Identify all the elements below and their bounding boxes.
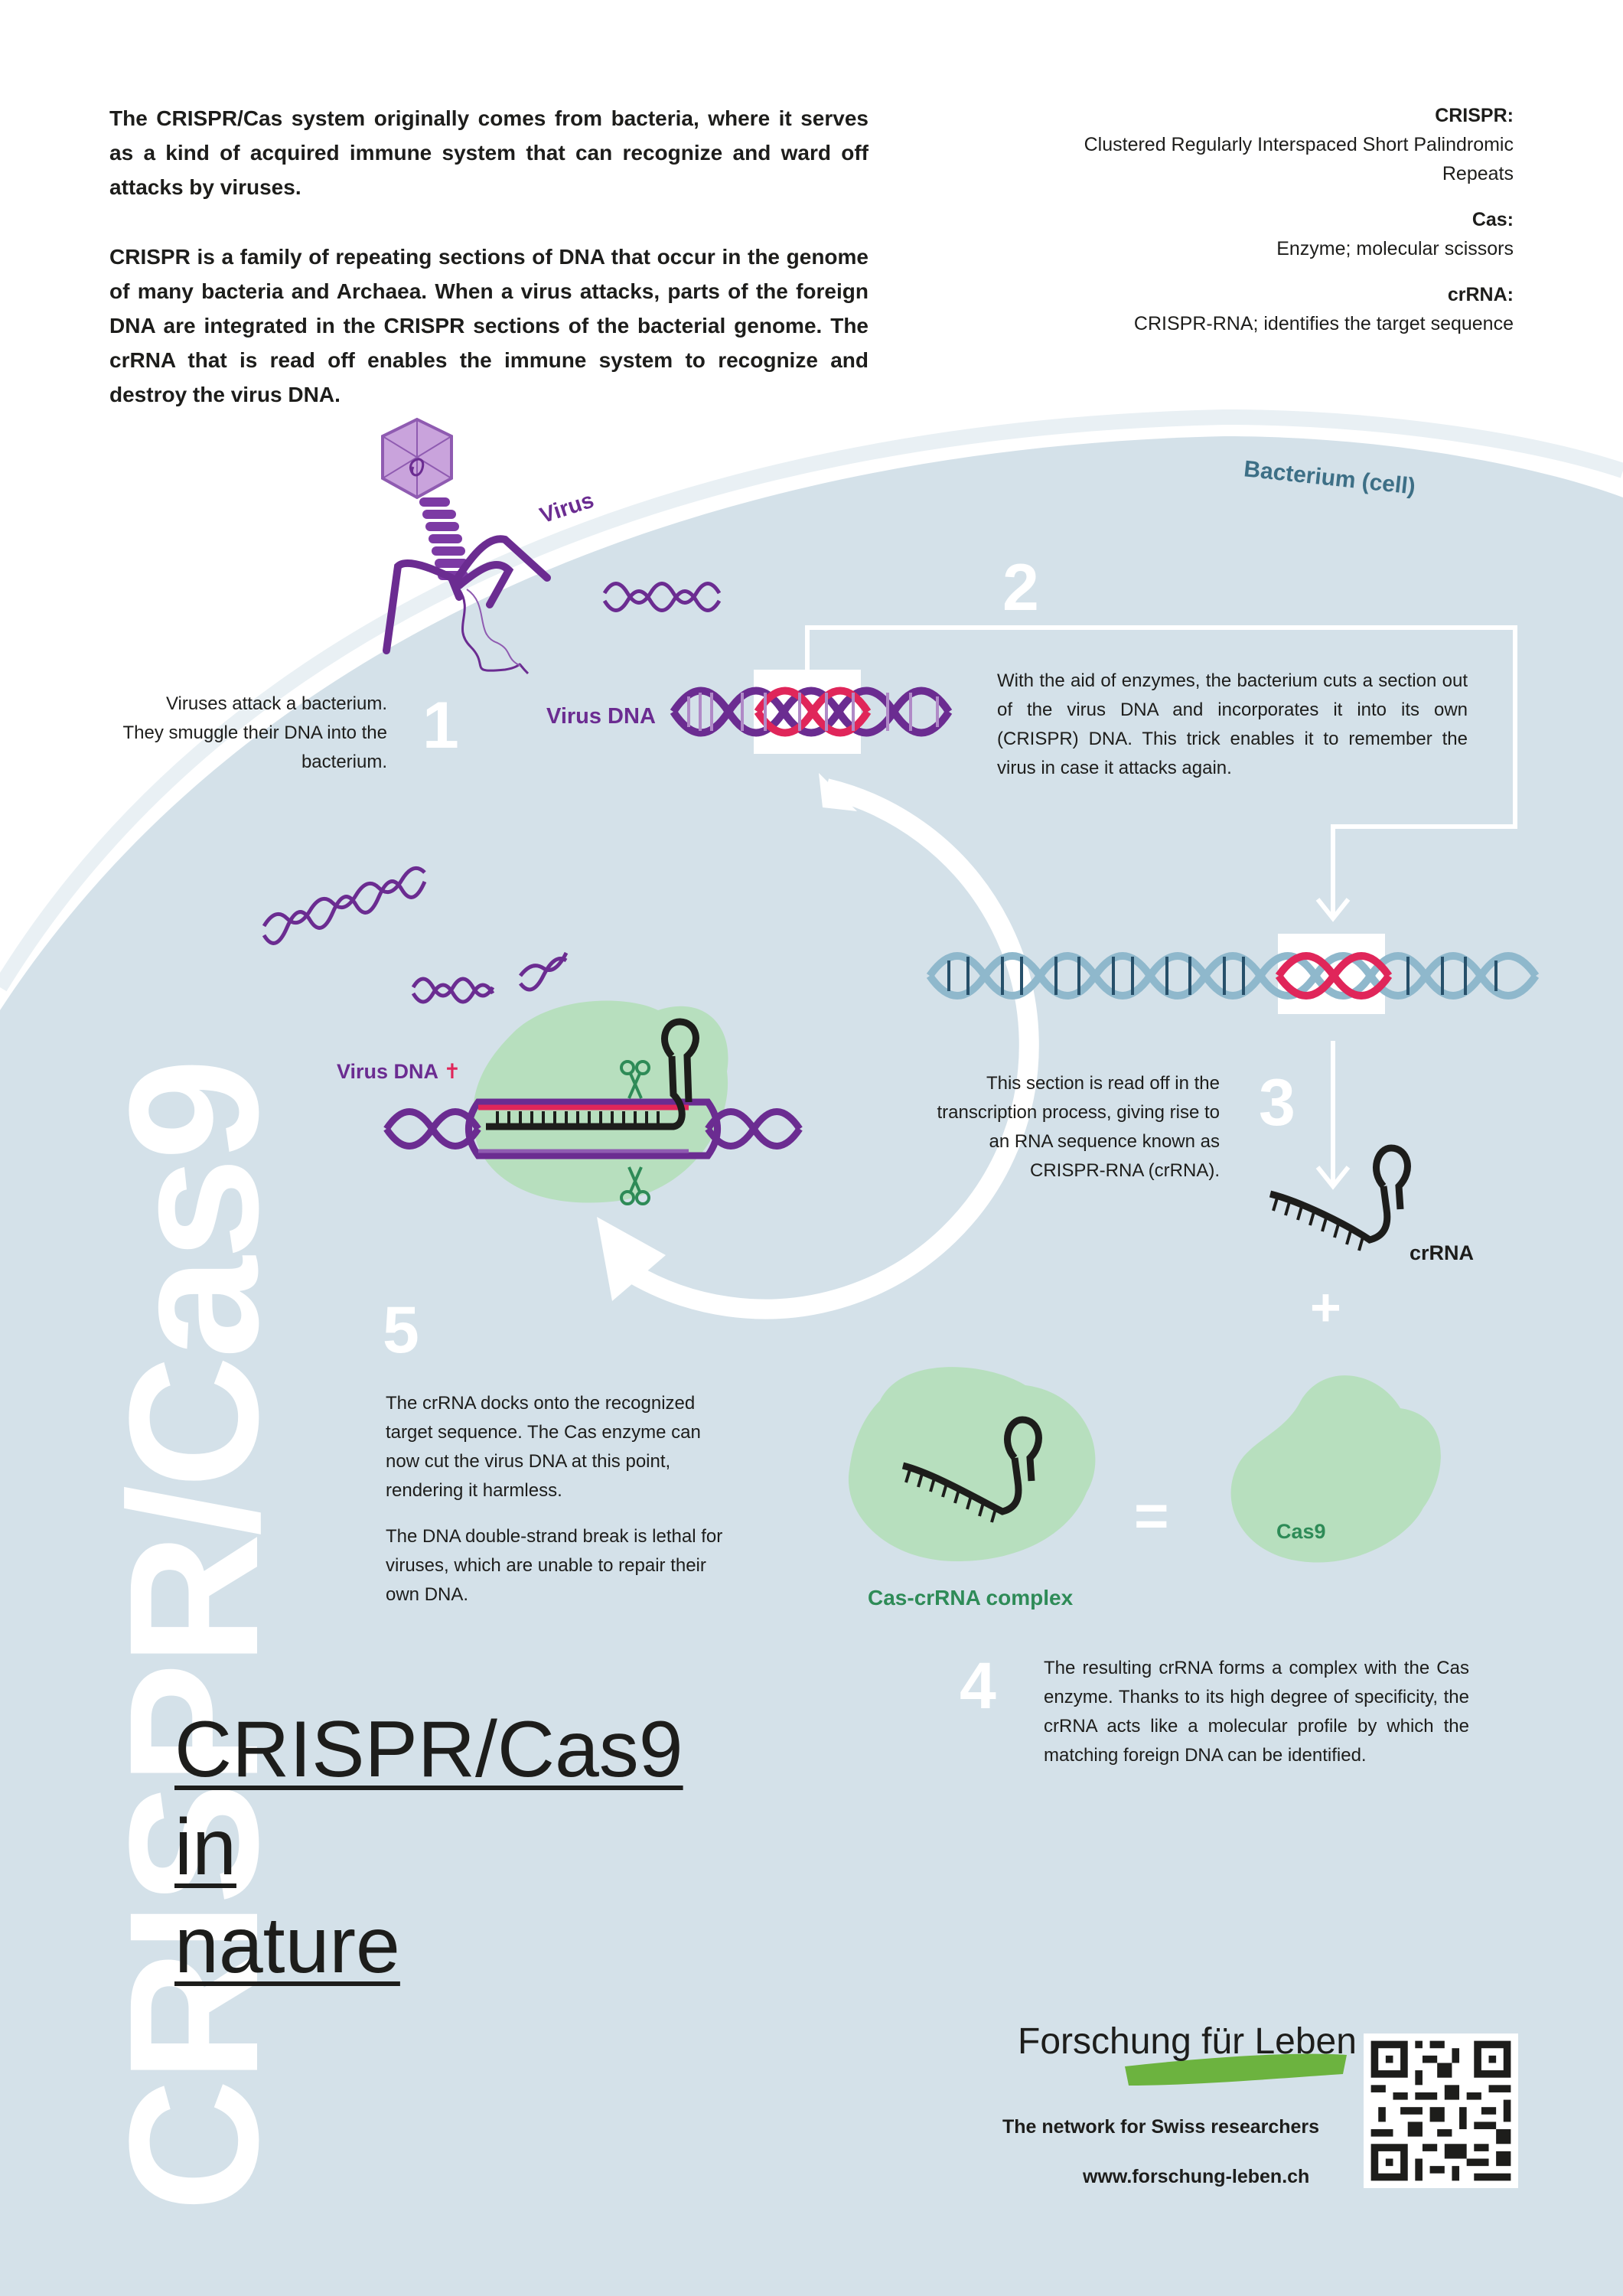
crrna-label: crRNA xyxy=(1410,1241,1475,1264)
glossary-definition: Clustered Regularly Interspaced Short Pa… xyxy=(1084,134,1514,184)
glossary-term: Cas: xyxy=(1471,209,1514,230)
cross-icon: ✝ xyxy=(443,1060,461,1083)
equals-icon: = xyxy=(1134,1482,1169,1549)
glossary-term: crRNA: xyxy=(1447,284,1514,305)
vertical-title: CRISPR/Cas9 xyxy=(91,1061,296,2212)
virus-dna-label-step5: Virus DNA ✝ xyxy=(337,1060,461,1084)
intro-paragraph-1: The CRISPR/Cas system originally comes f… xyxy=(109,106,869,199)
virus-dna-helix xyxy=(670,670,953,754)
intro-paragraph-2: CRISPR is a family of repeating sections… xyxy=(109,245,869,406)
step-number-2: 2 xyxy=(1002,551,1039,625)
virus-icon xyxy=(381,417,551,675)
virus-dna-label-text: Virus DNA xyxy=(337,1060,438,1083)
cas9-blob xyxy=(1230,1375,1441,1563)
step5-text: The crRNA docks onto the recognized targ… xyxy=(386,1389,724,1609)
cas-crrna-complex-label: Cas-crRNA complex xyxy=(868,1586,1074,1609)
bacterium-cell xyxy=(0,436,1623,2296)
cas9-label: Cas9 xyxy=(1276,1520,1326,1543)
step2-connector xyxy=(805,625,1517,915)
step-number-3: 3 xyxy=(1259,1066,1295,1140)
step5-paragraph-1: The crRNA docks onto the recognized targ… xyxy=(386,1393,701,1501)
brand-swoosh xyxy=(1125,2053,1347,2086)
cas-crrna-complex-blob xyxy=(848,1367,1096,1561)
bacterial-dna-helix xyxy=(926,934,1540,1014)
virus-dna-cut-helix xyxy=(383,1018,803,1159)
plus-icon: + xyxy=(1310,1277,1341,1337)
virus-dna-fragment-icon xyxy=(602,582,722,612)
step-number-5: 5 xyxy=(383,1293,419,1367)
glossary-term: CRISPR: xyxy=(1435,105,1514,126)
glossary-definition: Enzyme; molecular scissors xyxy=(1276,238,1514,259)
virus-dna-fragment-icon xyxy=(411,951,569,1004)
crrna-icon xyxy=(901,1416,1042,1523)
step4-text: The resulting crRNA forms a complex with… xyxy=(1044,1658,1469,1766)
glossary-item-cas: Cas: Enzyme; molecular scissors xyxy=(1056,205,1514,263)
brand-logo-text: Forschung für Leben xyxy=(1018,2021,1357,2062)
step1-text: Viruses attack a bacterium. They smuggle… xyxy=(122,693,387,772)
main-title: CRISPR/Cas9 in nature xyxy=(174,1701,683,1994)
step2-text: With the aid of enzymes, the bacterium c… xyxy=(997,670,1468,778)
step5-paragraph-2: The DNA double-strand break is lethal fo… xyxy=(386,1526,723,1605)
glossary-item-crrna: crRNA: CRISPR-RNA; identifies the target… xyxy=(1056,280,1514,338)
cycle-arrow xyxy=(622,778,1039,1319)
scissors-icon xyxy=(620,1060,650,1099)
title-line-2: in xyxy=(174,1803,236,1892)
qr-code-icon[interactable] xyxy=(1364,2033,1518,2188)
step-number-1: 1 xyxy=(422,689,459,762)
step-number-4: 4 xyxy=(960,1649,996,1723)
glossary: CRISPR: Clustered Regularly Interspaced … xyxy=(1056,101,1514,355)
step3-text: This section is read off in the transcri… xyxy=(937,1073,1221,1181)
title-line-3: nature xyxy=(174,1901,400,1990)
glossary-definition: CRISPR-RNA; identifies the target sequen… xyxy=(1133,313,1514,334)
glossary-item-crispr: CRISPR: Clustered Regularly Interspaced … xyxy=(1056,101,1514,188)
scissors-icon xyxy=(620,1166,650,1205)
crrna-icon xyxy=(1269,1144,1411,1251)
intro-text: The CRISPR/Cas system originally comes f… xyxy=(109,101,869,447)
footer-tagline: The network for Swiss researchers xyxy=(1002,2116,1320,2138)
virus-dna-fragment-icon xyxy=(262,866,427,945)
virus-dna-label-step1: Virus DNA xyxy=(546,704,656,729)
title-line-1: CRISPR/Cas9 xyxy=(174,1705,683,1794)
footer-url[interactable]: www.forschung-leben.ch xyxy=(1083,2166,1310,2187)
